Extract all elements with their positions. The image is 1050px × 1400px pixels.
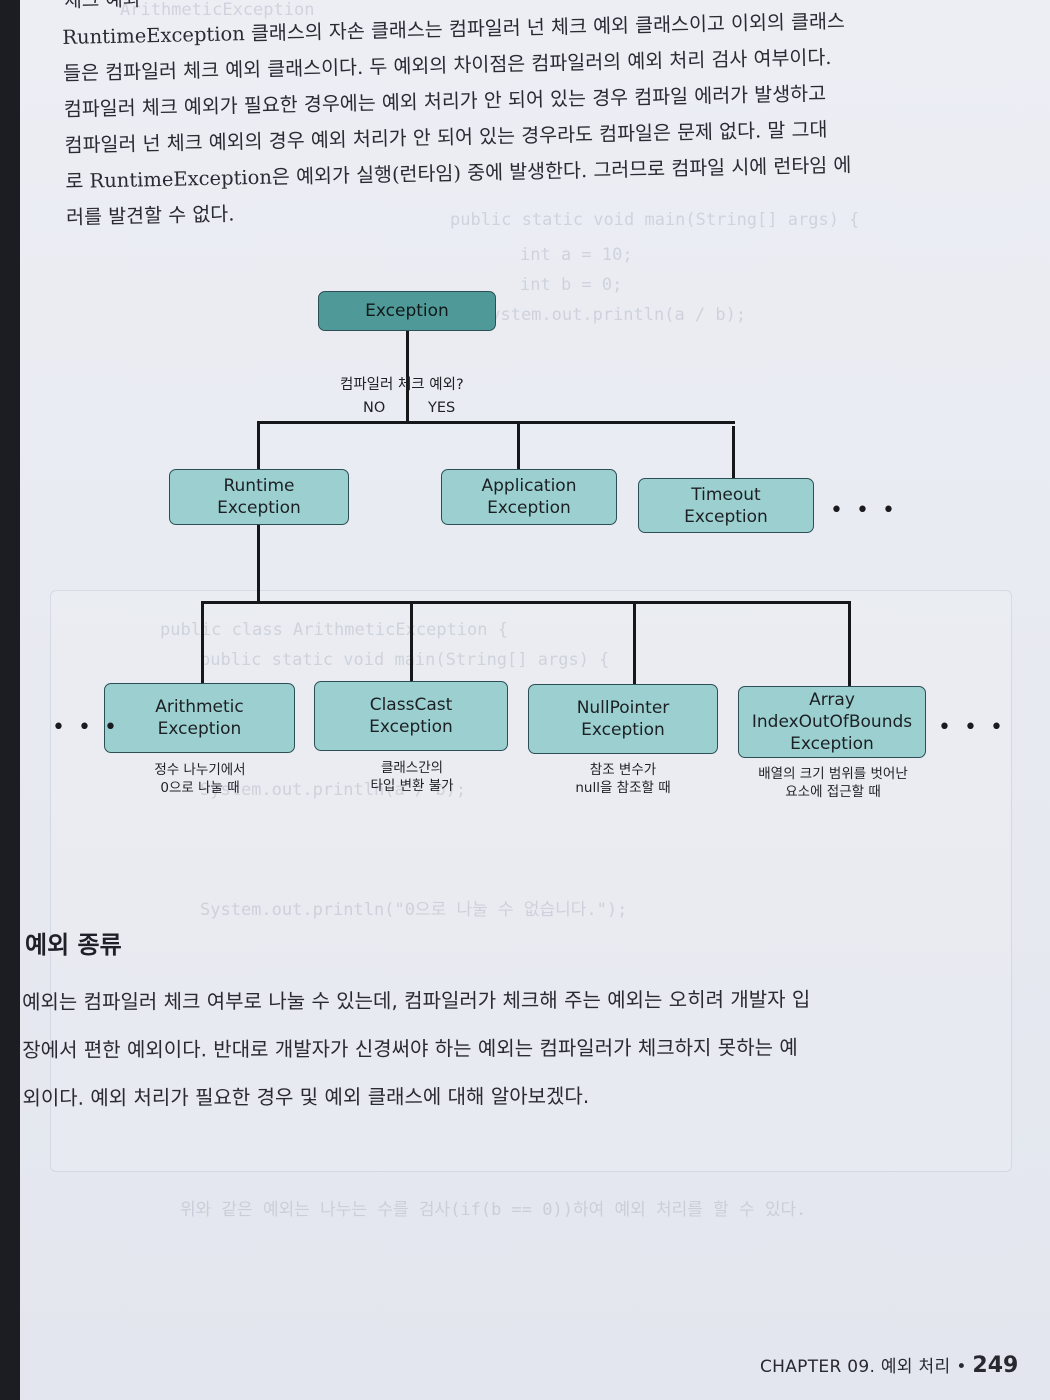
compiler-check-question: 컴파일러 체크 예외? <box>340 377 464 393</box>
ellipsis-right: • • • <box>938 715 1006 740</box>
classcast-exception-node: ClassCast Exception <box>314 681 508 751</box>
node-label: Arithmetic <box>155 697 244 717</box>
connector-application <box>517 423 520 471</box>
nullpointer-caption: 참조 변수가 null을 참조할 때 <box>543 761 703 797</box>
caption-line: 배열의 크기 범위를 벗어난 <box>758 766 908 782</box>
node-label: Application <box>481 476 577 496</box>
node-label: IndexOutOfBounds <box>751 712 913 732</box>
node-label: Exception <box>157 719 242 739</box>
connector-arithmetic <box>201 601 204 683</box>
node-label: Exception <box>684 506 768 527</box>
connector-arrayindex <box>848 603 851 687</box>
body-paragraph: 예외는 컴파일러 체크 여부로 나눌 수 있는데, 컴파일러가 체크해 주는 예… <box>22 975 1022 1122</box>
connector-classcast <box>410 603 413 683</box>
page-number: 249 <box>972 1353 1019 1378</box>
ellipsis-left: • • • <box>52 715 120 740</box>
connector-runtime-down <box>257 525 260 603</box>
body-line: 외이다. 예외 처리가 필요한 경우 및 예외 클래스에 대해 알아보겠다. <box>22 1084 590 1110</box>
arrayindex-caption: 배열의 크기 범위를 벗어난 요소에 접근할 때 <box>738 765 928 801</box>
node-label: Array <box>809 690 855 710</box>
node-label: Exception <box>581 720 665 740</box>
connector-level2-bar <box>201 601 851 604</box>
body-line: 장에서 편한 예외이다. 반대로 개발자가 신경써야 하는 예외는 컴파일러가 … <box>22 1035 798 1062</box>
no-label: NO <box>363 400 386 416</box>
footer-bullet: • <box>956 1357 967 1377</box>
arithmetic-caption: 정수 나누기에서 0으로 나눌 때 <box>120 761 280 797</box>
application-exception-node: Application Exception <box>441 469 617 525</box>
yes-label: YES <box>428 400 456 416</box>
exception-node: Exception <box>318 291 496 331</box>
node-label: Runtime <box>223 476 295 496</box>
node-label: Exception <box>790 734 874 754</box>
caption-line: 참조 변수가 <box>589 762 657 778</box>
nullpointer-exception-node: NullPointer Exception <box>528 684 718 754</box>
node-label: ClassCast <box>369 695 453 715</box>
caption-line: 요소에 접근할 때 <box>785 784 881 800</box>
caption-line: 0으로 나눌 때 <box>160 780 240 796</box>
connector-runtime <box>257 421 260 471</box>
connector-nullpointer <box>633 603 636 685</box>
chapter-label: CHAPTER 09. 예외 처리 <box>760 1357 951 1377</box>
node-label: Exception <box>369 717 453 737</box>
ellipsis-level1: • • • <box>830 498 898 523</box>
node-label: NullPointer <box>576 698 670 718</box>
runtime-exception-node: Runtime Exception <box>169 469 349 525</box>
section-heading: 예외 종류 <box>25 931 122 959</box>
arrayindexoutofbounds-exception-node: Array IndexOutOfBounds Exception <box>738 686 926 758</box>
book-page: ArithmeticException public static void m… <box>20 0 1050 1400</box>
connector-timeout <box>732 426 735 478</box>
connector-root-down <box>406 331 409 423</box>
exception-hierarchy-diagram: Exception 컴파일러 체크 예외? NO YES Runtime Exc… <box>20 0 1050 900</box>
connector-level1-bar <box>257 421 735 424</box>
arithmetic-exception-node: Arithmetic Exception <box>104 683 295 753</box>
node-label: Exception <box>217 498 301 518</box>
timeout-exception-node: Timeout Exception <box>638 478 814 533</box>
page-footer: CHAPTER 09. 예외 처리•249 <box>760 1352 1018 1378</box>
caption-line: 클래스간의 <box>380 760 444 776</box>
caption-line: null을 참조할 때 <box>575 780 671 796</box>
classcast-caption: 클래스간의 타입 변환 불가 <box>332 759 492 795</box>
caption-line: 정수 나누기에서 <box>154 762 246 778</box>
node-label: Exception <box>487 498 571 518</box>
body-line: 예외는 컴파일러 체크 여부로 나눌 수 있는데, 컴파일러가 체크해 주는 예… <box>22 987 811 1014</box>
node-label: Timeout <box>691 484 761 505</box>
caption-line: 타입 변환 불가 <box>370 778 454 794</box>
